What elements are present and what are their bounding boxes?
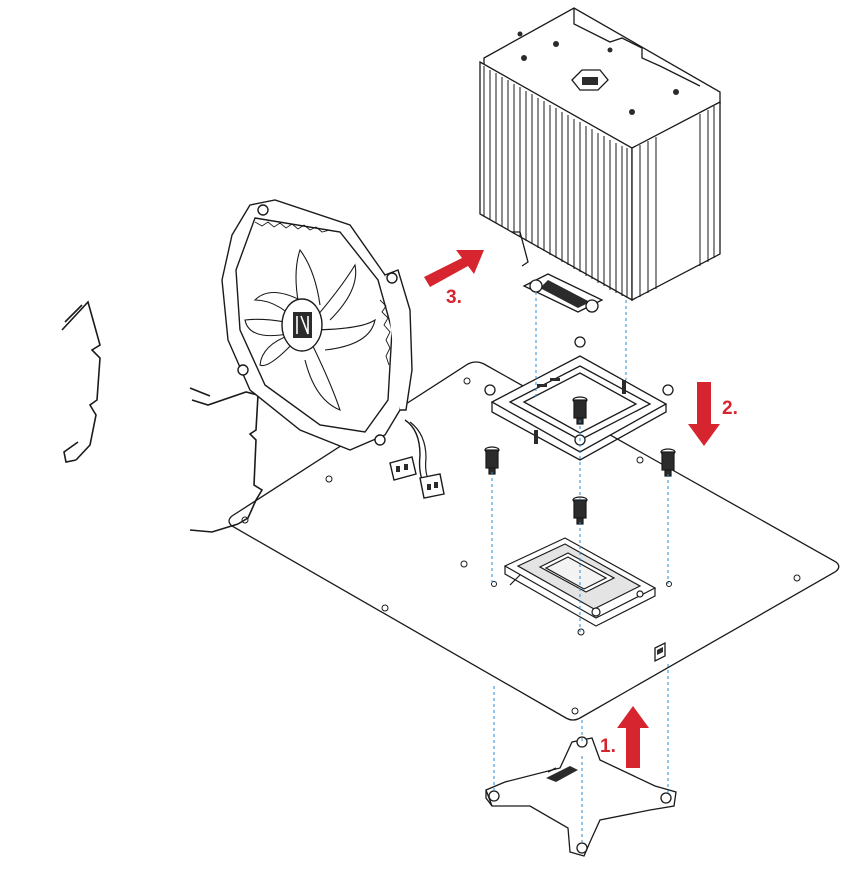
- fan-logo-icon: [293, 312, 312, 338]
- step-3-label: 3.: [446, 287, 462, 308]
- fan: [221, 199, 445, 499]
- standoff: [484, 446, 500, 475]
- standoff: [660, 448, 676, 477]
- arrow-diagonal-icon: [424, 250, 484, 287]
- step-2-arrow: [688, 382, 720, 446]
- cooler-logo-icon: [571, 69, 609, 91]
- step-3-arrow: [424, 250, 484, 287]
- board-header: [654, 641, 666, 663]
- step-1-arrow: [617, 706, 649, 768]
- cooler-heatsink: [479, 7, 721, 313]
- fan-connector: [389, 456, 445, 499]
- step-2-label: 2.: [722, 398, 738, 419]
- cooler-fins: [483, 66, 628, 298]
- wire-clip-left: [61, 300, 101, 463]
- alignment-guides: [491, 292, 669, 846]
- step-1-label: 1.: [600, 736, 616, 757]
- arrow-up-icon: [617, 706, 649, 768]
- wire-clip-middle: [189, 387, 264, 533]
- motherboard: [228, 361, 840, 721]
- backplate: [485, 736, 677, 857]
- arrow-down-icon: [688, 382, 720, 446]
